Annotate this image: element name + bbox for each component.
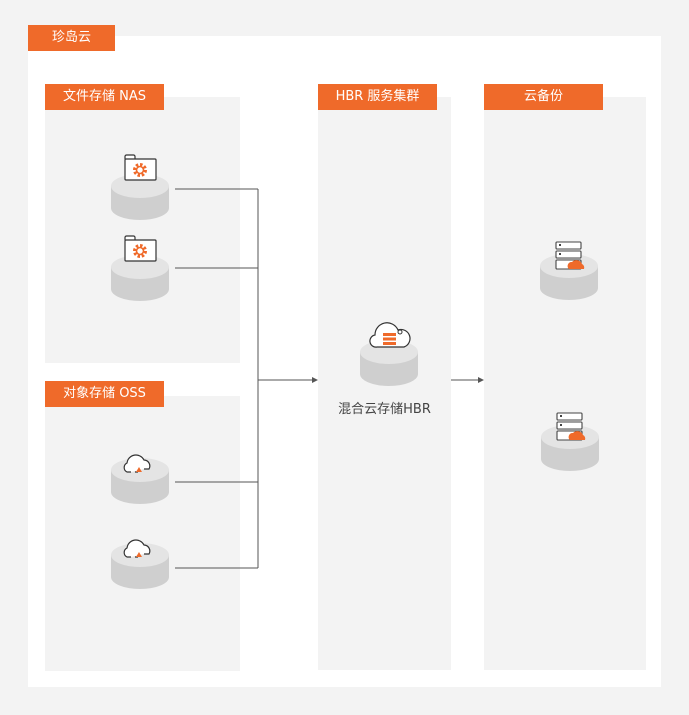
arrow-head (478, 377, 484, 383)
backup-panel (484, 97, 646, 670)
nas-label: 文件存储 NAS (45, 84, 164, 110)
container-label: 珍岛云 (28, 25, 115, 51)
connector-lines (175, 188, 479, 569)
cloud-storage-icon (369, 322, 411, 348)
folder-gear-icon (123, 153, 158, 182)
oss-node-2 (111, 539, 169, 589)
hbr-node-label: 混合云存储HBR (338, 402, 431, 417)
nas-node-1 (111, 153, 169, 220)
backup-node-2 (541, 412, 599, 471)
cloud-upload-icon (123, 539, 151, 558)
oss-label: 对象存储 OSS (45, 381, 164, 407)
backup-node-1 (540, 241, 598, 300)
server-cloud-icon (555, 241, 585, 270)
oss-node-1 (111, 454, 169, 504)
oss-panel (45, 396, 240, 671)
hbr-node (360, 322, 418, 386)
folder-gear-icon (123, 234, 158, 263)
nas-panel (45, 97, 240, 363)
server-cloud-icon (556, 412, 586, 441)
backup-label: 云备份 (484, 84, 603, 110)
cloud-upload-icon (123, 454, 151, 473)
arrow-head (312, 377, 318, 383)
nas-node-2 (111, 234, 169, 301)
hbr-label: HBR 服务集群 (318, 84, 437, 110)
